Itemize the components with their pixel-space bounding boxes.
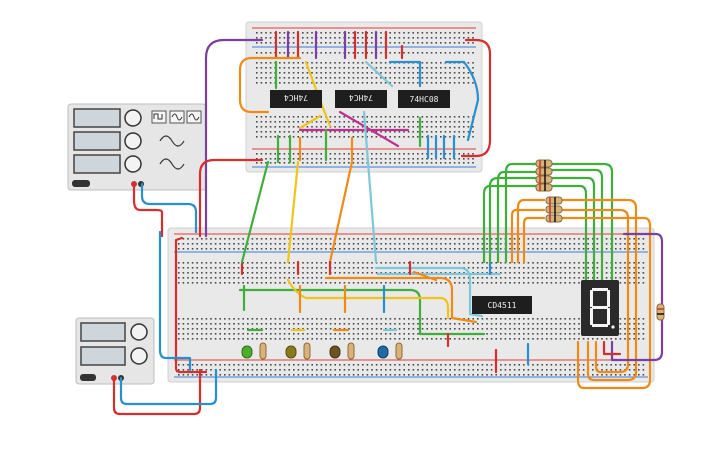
- wires[interactable]: [112, 30, 664, 416]
- resistor: [535, 159, 553, 168]
- waveform-icon: [159, 135, 185, 147]
- chip-3-label: 74HC08: [410, 95, 439, 104]
- knob-icon: [124, 132, 142, 150]
- knob-icon: [130, 323, 148, 341]
- chip-3[interactable]: 74HC08: [398, 90, 450, 108]
- resistor: [535, 167, 553, 176]
- sine-wave-icon: [171, 113, 183, 121]
- resistor: [545, 205, 563, 214]
- led-olive: [285, 342, 311, 360]
- power-supply-2[interactable]: [75, 317, 155, 385]
- chip-4[interactable]: CD4511: [472, 296, 532, 314]
- power-switch: [72, 180, 90, 187]
- display-resistors[interactable]: [535, 159, 665, 321]
- chip-4-label: CD4511: [488, 301, 517, 310]
- bottom-breadboard[interactable]: [167, 227, 655, 383]
- sine-wave-icon: [188, 113, 200, 121]
- resistor: [545, 214, 563, 223]
- resistor: [656, 303, 665, 321]
- bottom-breadboard-holes: [178, 238, 645, 376]
- square-wave-icon: [153, 113, 163, 120]
- resistor: [545, 196, 563, 205]
- resistor: [535, 183, 553, 192]
- resistor: [535, 175, 553, 184]
- chip-1[interactable]: 74HC4: [270, 90, 322, 108]
- power-switch: [80, 374, 96, 381]
- led-brown: [329, 342, 355, 360]
- chip-2[interactable]: 74HC4: [335, 90, 387, 108]
- led-green: [241, 342, 267, 360]
- knob-icon: [124, 155, 142, 173]
- chip-2-label: 74HC4: [349, 93, 373, 102]
- seven-segment-display[interactable]: 8: [0, 0, 619, 336]
- knob-icon: [130, 347, 148, 365]
- chip-1-label: 74HC4: [284, 93, 308, 102]
- power-supply-1[interactable]: [67, 103, 207, 191]
- waveform-icon: [159, 158, 185, 170]
- led-blue: [377, 342, 403, 360]
- knob-icon: [124, 109, 142, 127]
- segments: [590, 288, 615, 329]
- leds[interactable]: [241, 342, 403, 360]
